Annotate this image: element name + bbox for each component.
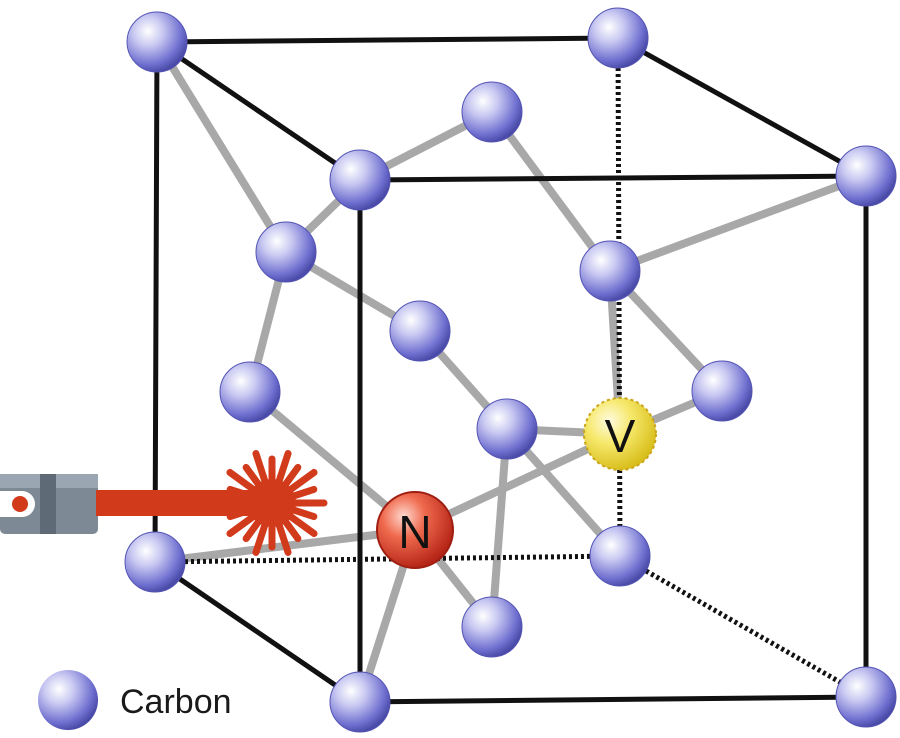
cube-edge	[152, 559, 363, 705]
carbon-atom	[124, 531, 186, 593]
sphere-icon	[38, 670, 98, 730]
carbon-atom	[835, 666, 897, 728]
carbon-atom	[329, 149, 391, 211]
cube-edge-layer	[152, 35, 869, 705]
bond-line	[153, 38, 290, 256]
laser-emitter-icon	[0, 450, 328, 556]
vacancy-sphere	[583, 397, 657, 471]
vacancy-label: V	[605, 410, 636, 462]
cube-edge	[152, 39, 160, 565]
nitrogen-label: N	[398, 506, 431, 558]
carbon-atom	[461, 81, 523, 143]
cube-edge	[154, 35, 621, 45]
carbon-atom	[219, 361, 281, 423]
cube-edge	[615, 35, 869, 179]
hidden-cube-edge	[618, 553, 868, 700]
carbon-atom	[389, 300, 451, 362]
carbon-atom	[691, 360, 753, 422]
carbon-atom	[835, 145, 897, 207]
carbon-atom	[126, 11, 188, 73]
bond-line	[488, 108, 614, 275]
legend: Carbon	[38, 670, 232, 730]
nitrogen-sphere	[376, 491, 454, 569]
carbon-atom	[255, 221, 317, 283]
carbon-atom	[587, 7, 649, 69]
atom-layer	[124, 7, 897, 733]
bond-line	[488, 425, 511, 631]
laser-burst-core	[248, 479, 296, 527]
cube-edge	[357, 694, 869, 705]
laser-burst-icon	[216, 450, 328, 556]
vacancy-site: V	[583, 397, 657, 471]
cube-edge	[154, 39, 363, 183]
carbon-atom	[476, 398, 538, 460]
nitrogen-atom: N	[376, 491, 454, 569]
carbon-atom	[329, 671, 391, 733]
carbon-atom	[461, 596, 523, 658]
laser-housing-band	[40, 474, 56, 534]
bond-line	[606, 172, 870, 275]
laser-aperture-dot	[12, 496, 28, 512]
carbon-atom	[589, 525, 651, 587]
carbon-atom	[579, 240, 641, 302]
cube-edge	[357, 173, 869, 183]
defect-atoms: V N	[376, 397, 657, 569]
legend-carbon-label: Carbon	[120, 683, 232, 721]
